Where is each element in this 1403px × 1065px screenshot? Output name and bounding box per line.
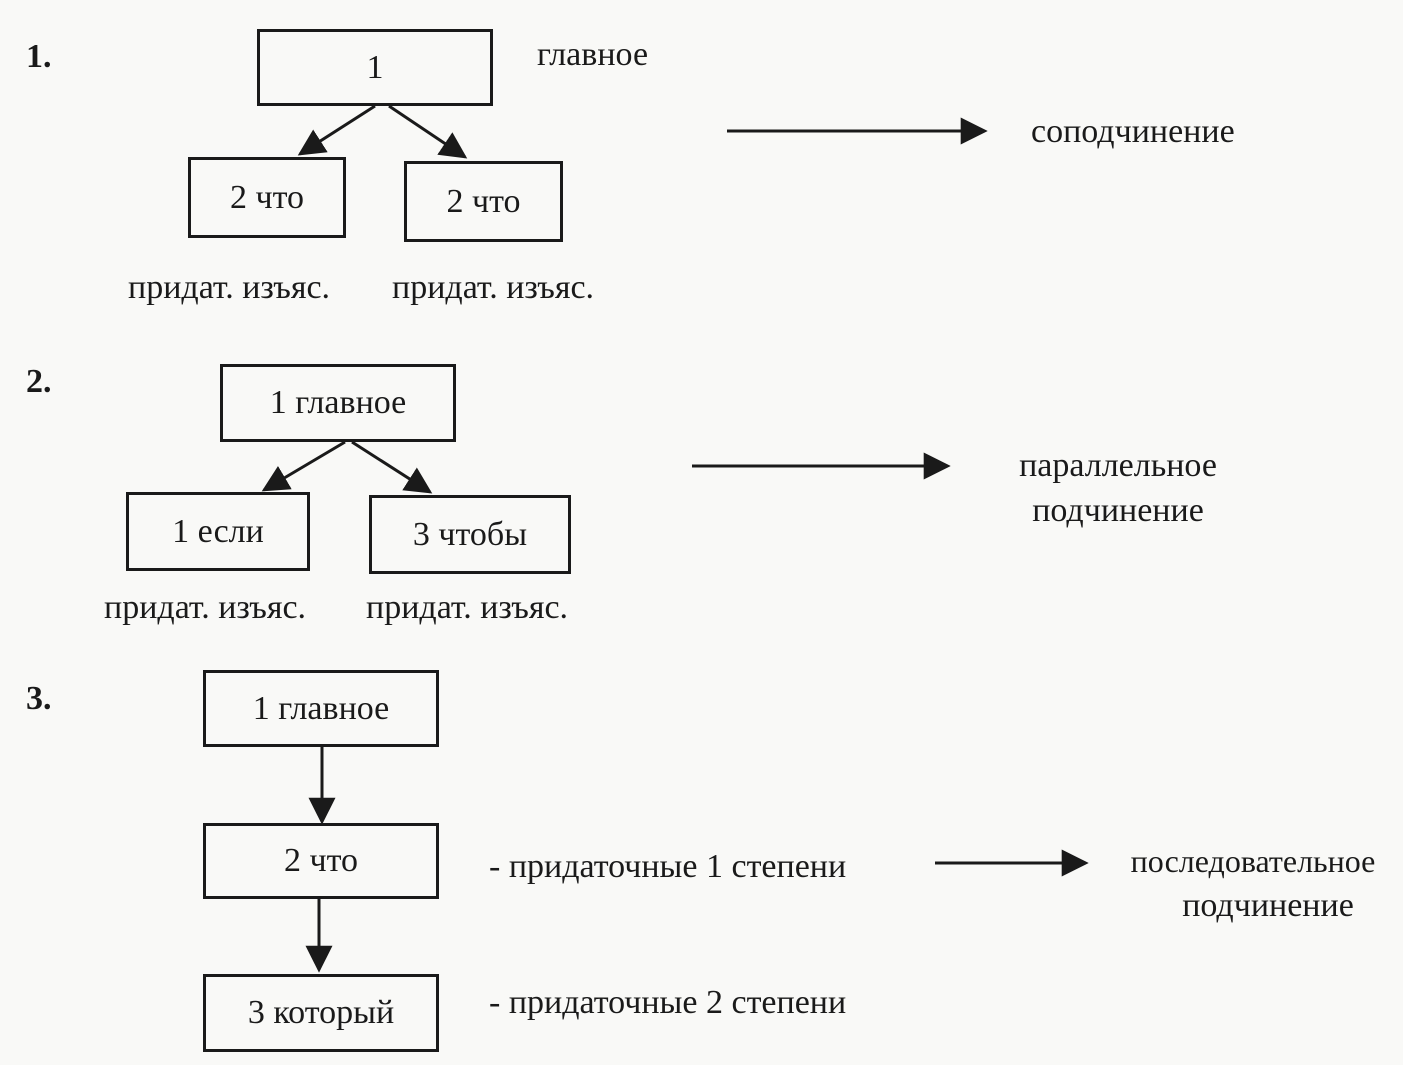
s1-caption-right: придат. изъяс. <box>392 269 595 306</box>
scheme-2-number: 2. <box>26 363 52 400</box>
s1-type-label: соподчинение <box>1031 113 1235 150</box>
s2-main-clause-box: 1 главное <box>220 364 456 442</box>
s2-arrow-left <box>261 440 346 492</box>
s3-middle-clause-box: 2 что <box>203 823 439 899</box>
s3-type-label-line1: последовательное <box>1130 843 1376 879</box>
s1-main-clause-box: 1 <box>257 29 493 106</box>
s3-type-label-line2: подчинение <box>1182 887 1354 924</box>
scheme-3-number: 3. <box>26 680 52 717</box>
s2-child-left-box: 1 если <box>126 492 310 571</box>
s2-type-label-line2: подчинение <box>1032 492 1204 529</box>
s1-caption-left: придат. изъяс. <box>128 269 331 306</box>
s2-caption-left: придат. изъяс. <box>104 589 307 626</box>
s2-caption-right: придат. изъяс. <box>366 589 569 626</box>
s3-bottom-clause-box: 3 который <box>203 974 439 1052</box>
s1-main-label: главное <box>537 36 649 73</box>
s2-child-right-box: 3 чтобы <box>369 495 571 574</box>
s1-arrow-left <box>297 104 376 156</box>
scheme-1-number: 1. <box>26 38 52 75</box>
s3-middle-label: - придаточные 1 степени <box>489 848 847 885</box>
s3-main-clause-box: 1 главное <box>203 670 439 747</box>
s1-arrow-right <box>388 104 468 159</box>
s3-bottom-label: - придаточные 2 степени <box>489 984 847 1021</box>
s2-type-label-line1: параллельное <box>1019 447 1217 484</box>
s2-arrow-right <box>351 440 433 494</box>
s1-child-right-box: 2 что <box>404 161 563 242</box>
s1-child-left-box: 2 что <box>188 157 346 238</box>
